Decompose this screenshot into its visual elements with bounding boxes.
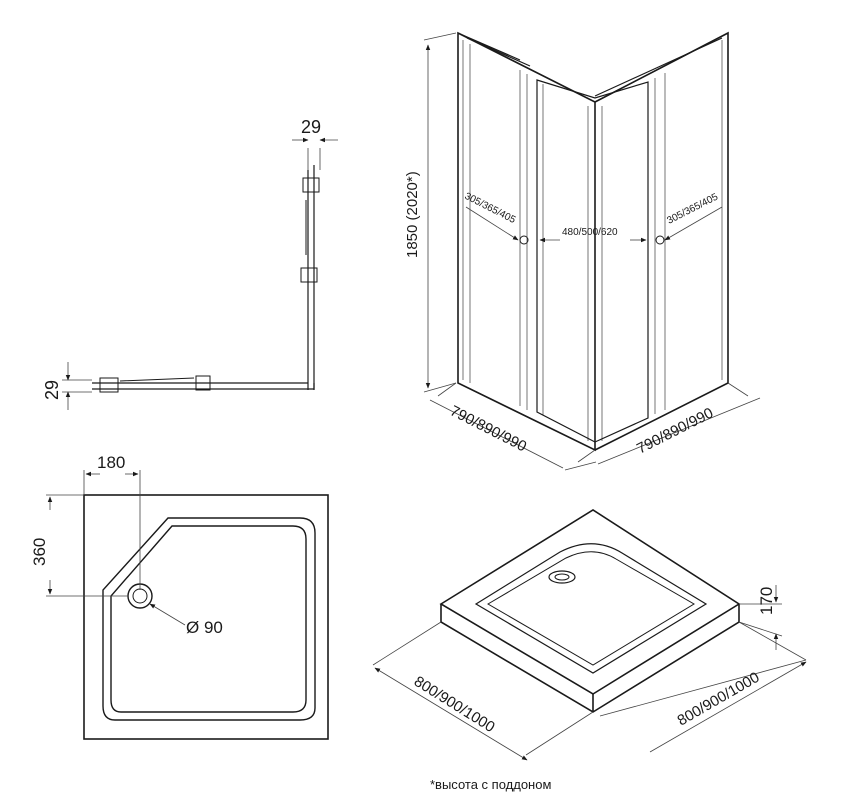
tray-basin-outer (102, 517, 316, 721)
tray-iso-basin (474, 543, 708, 674)
dim-cabin-width-right: 790/890/990 (634, 405, 716, 458)
tray-iso-top (439, 509, 741, 695)
dim-tray-height: 170 (757, 587, 776, 615)
dim-cabin-height: 1850 (2020*) (404, 171, 421, 258)
tray-outline (83, 494, 329, 740)
dim-tray-width-left: 800/900/1000 (411, 673, 498, 736)
tray-isometric: 170 800/900/1000 800/900/1000 (372, 509, 807, 761)
tray-plan-view: 180 360 Ø 90 (30, 453, 329, 740)
cabin-isometric: 1850 (2020*) 305/365/405 480/500/620 305… (404, 31, 761, 471)
tray-iso-drain-icon (548, 570, 576, 584)
tray-iso-sides (440, 604, 740, 713)
right-handle-icon (655, 235, 665, 245)
dim-drain-y: 360 (30, 538, 49, 566)
dim-left-panel: 305/365/405 (463, 191, 518, 226)
cabin-right-wall (594, 31, 729, 451)
left-handle-icon (519, 235, 529, 245)
dim-profile-height: 29 (42, 380, 62, 400)
footnote: *высота с поддоном (430, 777, 552, 792)
dim-cabin-width-left: 790/890/990 (447, 402, 529, 455)
dim-door: 480/500/620 (562, 227, 618, 238)
cabin-left-wall (457, 31, 596, 452)
vertical-profile (307, 165, 315, 390)
dim-tray-width-right: 800/900/1000 (675, 669, 763, 730)
cabin-door (536, 79, 649, 443)
top-view-profiles: 29 29 (42, 117, 338, 410)
tray-basin-inner (110, 525, 307, 713)
dim-profile-width: 29 (301, 117, 321, 137)
dim-drain-diameter: Ø 90 (186, 618, 223, 637)
dim-drain-x: 180 (97, 453, 125, 472)
horizontal-profile-fittings (99, 375, 211, 393)
horizontal-profile (92, 382, 315, 390)
vertical-profile-fittings (300, 177, 320, 283)
dim-right-panel: 305/365/405 (665, 191, 720, 226)
